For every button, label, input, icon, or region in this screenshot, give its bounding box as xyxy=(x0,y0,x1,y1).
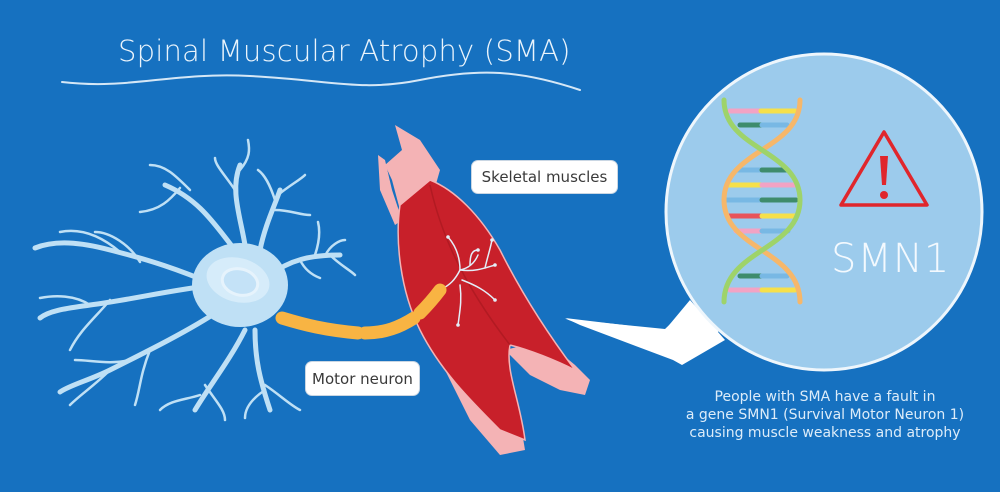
motor-neuron-label-text: Motor neuron xyxy=(312,369,413,388)
skeletal-muscle xyxy=(378,125,590,455)
motor-neuron-label: Motor neuron xyxy=(306,362,419,395)
skeletal-muscles-label: Skeletal muscles xyxy=(472,161,617,193)
magnifier-lens xyxy=(664,52,984,372)
title-wave-underline xyxy=(61,71,581,91)
caption-line-3: causing muscle weakness and atrophy xyxy=(689,425,961,441)
neuron-nucleus xyxy=(220,267,260,297)
caption: People with SMA have a fault in a gene S… xyxy=(670,388,980,442)
warning-triangle-icon xyxy=(839,130,929,207)
caption-line-2: a gene SMN1 (Survival Motor Neuron 1) xyxy=(685,407,965,423)
dna-double-helix-icon xyxy=(721,97,803,305)
page-title: Spinal Muscular Atrophy (SMA) xyxy=(118,34,571,68)
caption-line-1: People with SMA have a fault in xyxy=(714,389,936,405)
gene-label: SMN1 xyxy=(831,236,951,282)
motor-neuron-cell xyxy=(32,138,357,422)
skeletal-muscles-label-text: Skeletal muscles xyxy=(481,168,608,186)
axon-myelin-sheath xyxy=(275,283,447,340)
